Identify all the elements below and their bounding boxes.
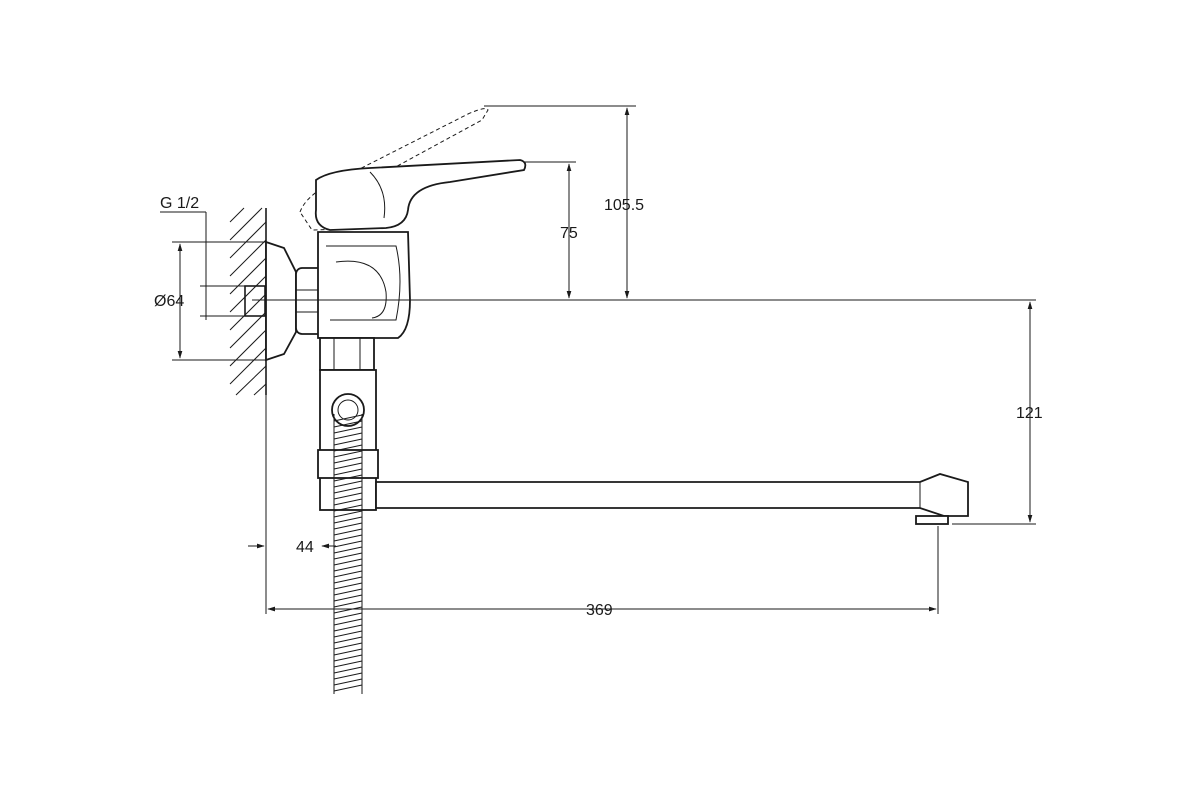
hose-coil — [333, 582, 363, 590]
diverter-connector — [319, 337, 375, 371]
handle-raised-outline — [299, 108, 489, 231]
hose-coil — [333, 498, 363, 506]
thread-callout: G 1/2 — [160, 195, 246, 320]
hose-coil — [333, 426, 363, 434]
hose-coil — [333, 510, 363, 518]
dim-wall-offset: 44 — [248, 395, 336, 614]
dim-label-75: 75 — [560, 225, 578, 242]
dim-label-44: 44 — [296, 539, 314, 556]
hose-coil — [333, 540, 363, 548]
hose-coil — [333, 438, 363, 446]
dim-spout-drop: 121 — [952, 301, 1043, 525]
hose-coil — [333, 486, 363, 494]
hose-coil — [333, 576, 363, 584]
dim-label-105: 105.5 — [604, 197, 644, 214]
dim-spout-reach: 369 — [267, 526, 939, 619]
hose-coil — [333, 564, 363, 572]
hose-coil — [333, 462, 363, 470]
hose-coil — [333, 522, 363, 530]
hose-coil — [333, 636, 363, 644]
hose-coil — [333, 588, 363, 596]
thread-label: G 1/2 — [160, 195, 199, 212]
wall-flange — [265, 240, 297, 362]
hose-coil — [333, 630, 363, 638]
hose-coil — [333, 606, 363, 614]
spout — [375, 473, 969, 525]
dim-label-121: 121 — [1016, 405, 1043, 422]
hose-coil — [333, 594, 363, 602]
wall-section — [229, 207, 267, 396]
hose-coil — [333, 468, 363, 476]
hose-coil — [333, 420, 363, 428]
hose-coil — [333, 642, 363, 650]
hose-coil — [333, 474, 363, 482]
shower-hose — [333, 414, 363, 694]
hose-coil — [333, 432, 363, 440]
mixer-body — [317, 231, 411, 339]
hose-coil — [333, 648, 363, 656]
dim-handle-raised: 105.5 — [484, 105, 644, 299]
hose-coil — [333, 654, 363, 662]
hose-coil — [333, 678, 363, 686]
hose-coil — [333, 600, 363, 608]
hose-coil — [333, 666, 363, 674]
dim-label-369: 369 — [586, 602, 613, 619]
hose-coil — [333, 516, 363, 524]
hose-coil — [333, 546, 363, 554]
hose-coil — [333, 624, 363, 632]
hose-coil — [333, 570, 363, 578]
hose-coil — [333, 492, 363, 500]
hose-coil — [333, 558, 363, 566]
hose-coil — [333, 552, 363, 560]
hose-coil — [333, 660, 363, 668]
dim-flange-diameter: Ø64 — [154, 241, 266, 361]
hose-coil — [333, 684, 363, 692]
diverter-body — [317, 369, 379, 511]
hose-coil — [333, 534, 363, 542]
hose-coil — [333, 618, 363, 626]
hose-coil — [333, 444, 363, 452]
hose-coil — [333, 528, 363, 536]
mixer-handle — [314, 159, 527, 231]
inlet-pipe — [244, 285, 266, 317]
hose-coil — [333, 480, 363, 488]
dim-label-diameter: Ø64 — [154, 293, 184, 310]
hose-coil — [333, 672, 363, 680]
hose-coil — [333, 456, 363, 464]
hose-coil — [333, 504, 363, 512]
hose-coil — [333, 612, 363, 620]
dim-handle: 75 — [524, 161, 578, 299]
hose-coil — [333, 450, 363, 458]
hose-coil — [333, 414, 363, 422]
